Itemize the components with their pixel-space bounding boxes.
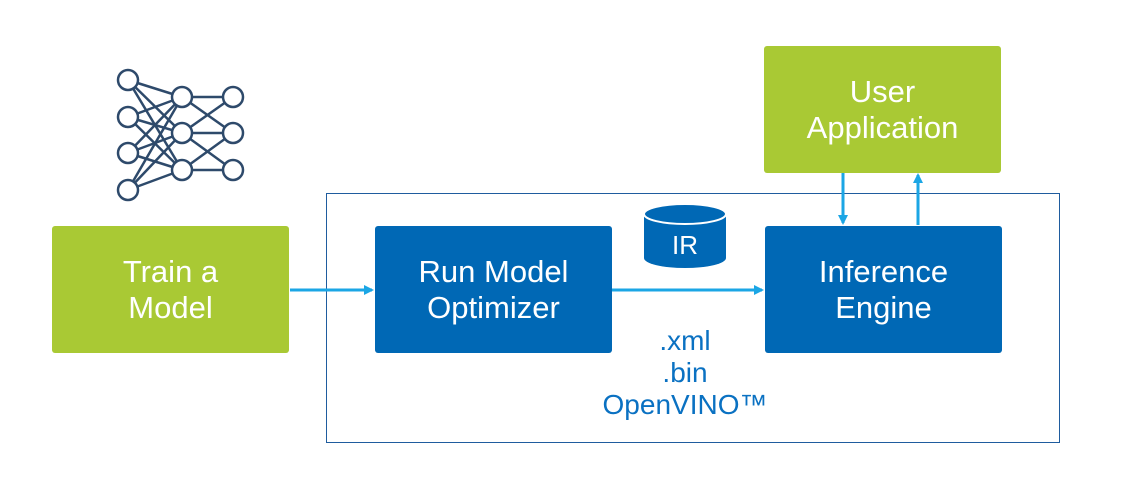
ir-database-icon [643,203,727,268]
model-optimizer-label-line2: Optimizer [427,289,560,325]
user-application-label-line1: User [849,73,916,109]
train-model-label-line2: Model [128,289,213,325]
model-optimizer-node: Run Model Optimizer [375,226,612,353]
ir-label: IR [672,230,698,260]
neural-network-icon [116,68,245,202]
user-application-node: User Application [764,46,1001,173]
train-model-label-line1: Train a [122,253,219,289]
model-optimizer-label-line1: Run Model [418,253,569,289]
openvino-brand-label: OpenVINO™ [602,389,768,420]
user-application-label-line2: Application [806,109,959,145]
inference-engine-label-line1: Inference [818,253,949,289]
train-model-node: Train a Model [52,226,289,353]
xml-file-label: .xml [659,325,711,356]
bin-file-label: .bin [662,357,708,388]
ir-files-list: .xml .bin OpenVINO™ [570,325,800,421]
inference-engine-node: Inference Engine [765,226,1002,353]
inference-engine-label-line2: Engine [835,289,932,325]
openvino-toolkit-frame [326,193,1060,443]
